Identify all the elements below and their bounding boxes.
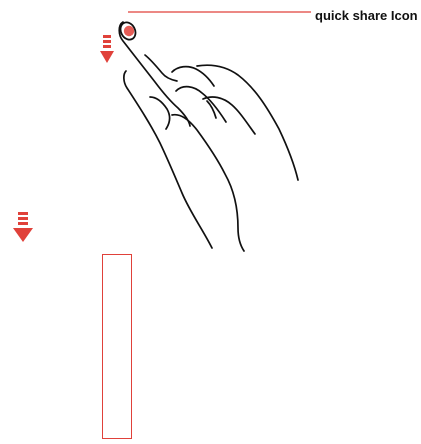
swipe-area-outline — [102, 254, 132, 439]
two-finger-swipe-hand-icon — [119, 22, 298, 251]
quick-share-icon-label: quick share Icon — [315, 8, 418, 23]
swipe-down-arrow-icon — [100, 35, 114, 63]
swipe-down-arrow-icon — [12, 212, 34, 244]
